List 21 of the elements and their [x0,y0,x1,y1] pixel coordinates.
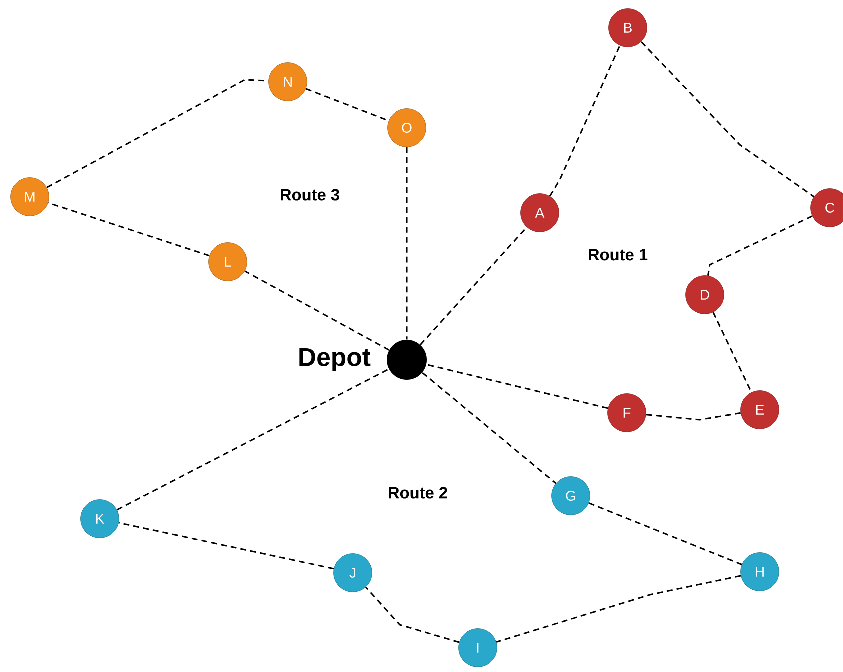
route-line [406,147,408,340]
route-line [116,368,390,511]
depot-circle [387,340,427,380]
route-line [707,216,813,276]
route-line [496,575,742,643]
route-line [646,412,741,421]
route-line [640,41,815,198]
route-label: Route 3 [281,189,340,201]
route-line [118,522,334,570]
route-line [712,312,752,393]
depot-label: Depot [300,348,371,372]
route-line [426,364,608,410]
route-line [48,202,210,257]
route-label: Route 1 [589,249,648,261]
route-line [420,226,528,346]
route-line [549,45,621,197]
route-label: Route 2 [389,487,448,499]
route-line [588,502,742,566]
route-line [244,270,390,351]
route-line [422,372,557,484]
route-line [365,586,460,644]
